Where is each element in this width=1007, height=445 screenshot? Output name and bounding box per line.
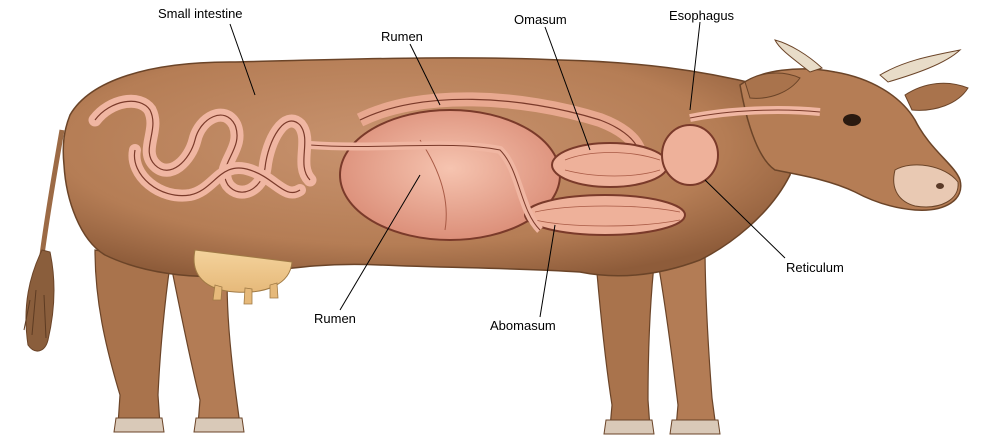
eye <box>843 114 861 126</box>
label-rumen-bottom: Rumen <box>314 312 356 325</box>
label-omasum: Omasum <box>514 13 567 26</box>
horn-right <box>880 50 960 82</box>
label-abomasum: Abomasum <box>490 319 556 332</box>
label-rumen-top: Rumen <box>381 30 423 43</box>
tail <box>24 130 62 351</box>
label-small-intestine: Small intestine <box>158 7 243 20</box>
abomasum-organ <box>525 195 685 235</box>
label-reticulum: Reticulum <box>786 261 844 274</box>
omasum-organ <box>552 143 668 187</box>
ear <box>905 83 968 110</box>
horn-left <box>775 40 822 72</box>
reticulum-organ <box>662 125 718 185</box>
label-esophagus: Esophagus <box>669 9 734 22</box>
nostril <box>936 183 944 189</box>
